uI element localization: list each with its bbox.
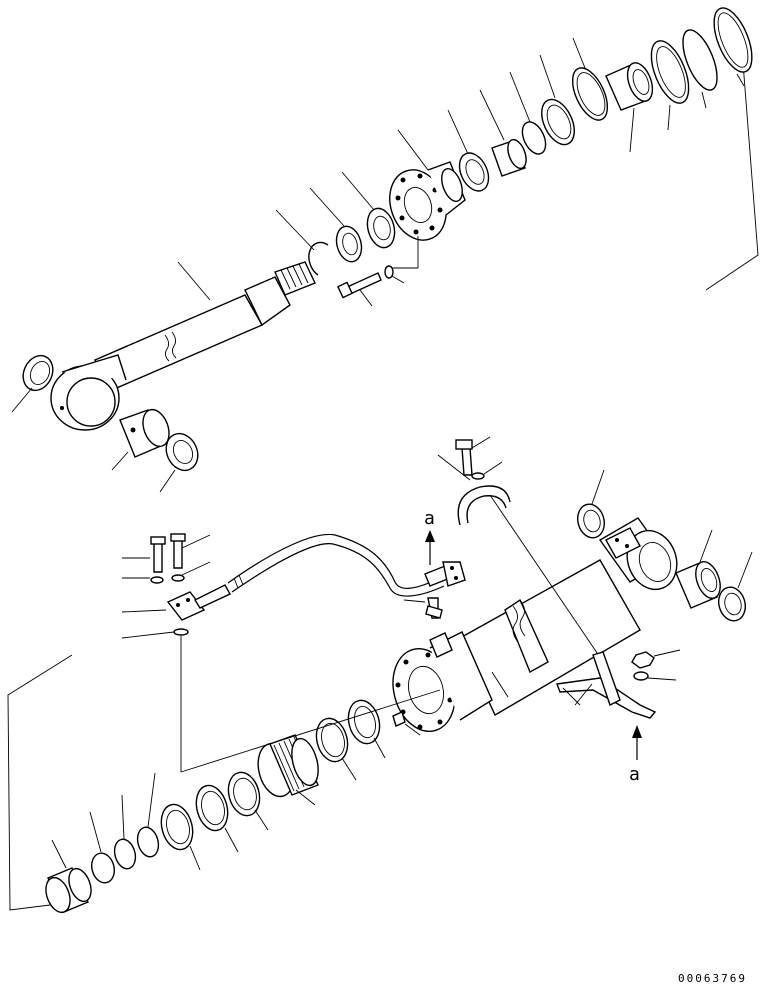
hose-connector-block <box>121 584 441 773</box>
rod-eye <box>50 354 127 431</box>
rod-eye-dust-seal <box>11 354 54 413</box>
bracket-washer <box>633 671 677 681</box>
rod-eye-bushing <box>111 408 170 471</box>
flange-bolts <box>122 533 211 584</box>
bottom-eye-seal-right <box>717 551 753 622</box>
cylinder-head <box>385 129 466 269</box>
grease-fitting <box>392 711 421 736</box>
view-label-upper: a <box>424 508 435 529</box>
view-arrow-upper: a <box>424 508 435 565</box>
bracket-nut <box>631 649 681 669</box>
wear-ring-2 <box>113 794 137 870</box>
elbow-fitting <box>403 597 443 619</box>
pipe-clamp-upper <box>437 454 511 526</box>
head-bolt-washer <box>384 265 405 284</box>
wear-ring-3 <box>89 811 116 884</box>
bottom-eye-seal-left <box>576 469 606 539</box>
view-arrow-lower: a <box>629 725 642 785</box>
buffer-ring <box>571 37 609 121</box>
piston <box>257 734 319 806</box>
head-seal-ring-1 <box>447 109 490 192</box>
drawing-code: 00063769 <box>678 972 747 984</box>
head-outer-ring <box>713 7 753 87</box>
piston-rod <box>50 261 316 431</box>
clamp-bolt <box>455 436 503 480</box>
tube-flange <box>392 631 509 733</box>
tube-seal-2 <box>315 717 357 781</box>
head-collar <box>605 62 654 153</box>
tube-seal-1 <box>347 699 386 759</box>
wear-ring-1 <box>136 772 160 858</box>
head-snap-ring <box>509 71 547 155</box>
tube-bottom-eye <box>598 517 678 591</box>
piston-ring-1 <box>227 771 269 831</box>
cylinder-collar <box>45 839 92 914</box>
o-ring-head <box>650 40 690 131</box>
cylinder-tube-assembly <box>7 436 753 914</box>
rod-thread <box>274 261 316 296</box>
cylinder-tube <box>459 517 678 716</box>
rod-eye-seal <box>159 432 199 493</box>
head-bushing <box>479 89 527 177</box>
clamp-bracket <box>556 651 657 719</box>
cushion-plunger <box>341 171 396 249</box>
piston-nut <box>309 187 363 263</box>
bottom-eye-bushing <box>675 529 721 609</box>
snap-ring <box>275 209 329 276</box>
piston-rod-assembly <box>11 7 759 493</box>
head-bolt <box>337 272 382 307</box>
backup-ring-head <box>682 29 718 109</box>
rod-packing <box>539 54 575 146</box>
piston-ring-3 <box>160 803 201 871</box>
view-label-lower: a <box>629 764 640 785</box>
piston-ring-2 <box>195 784 239 853</box>
hydraulic-hose <box>227 533 466 597</box>
